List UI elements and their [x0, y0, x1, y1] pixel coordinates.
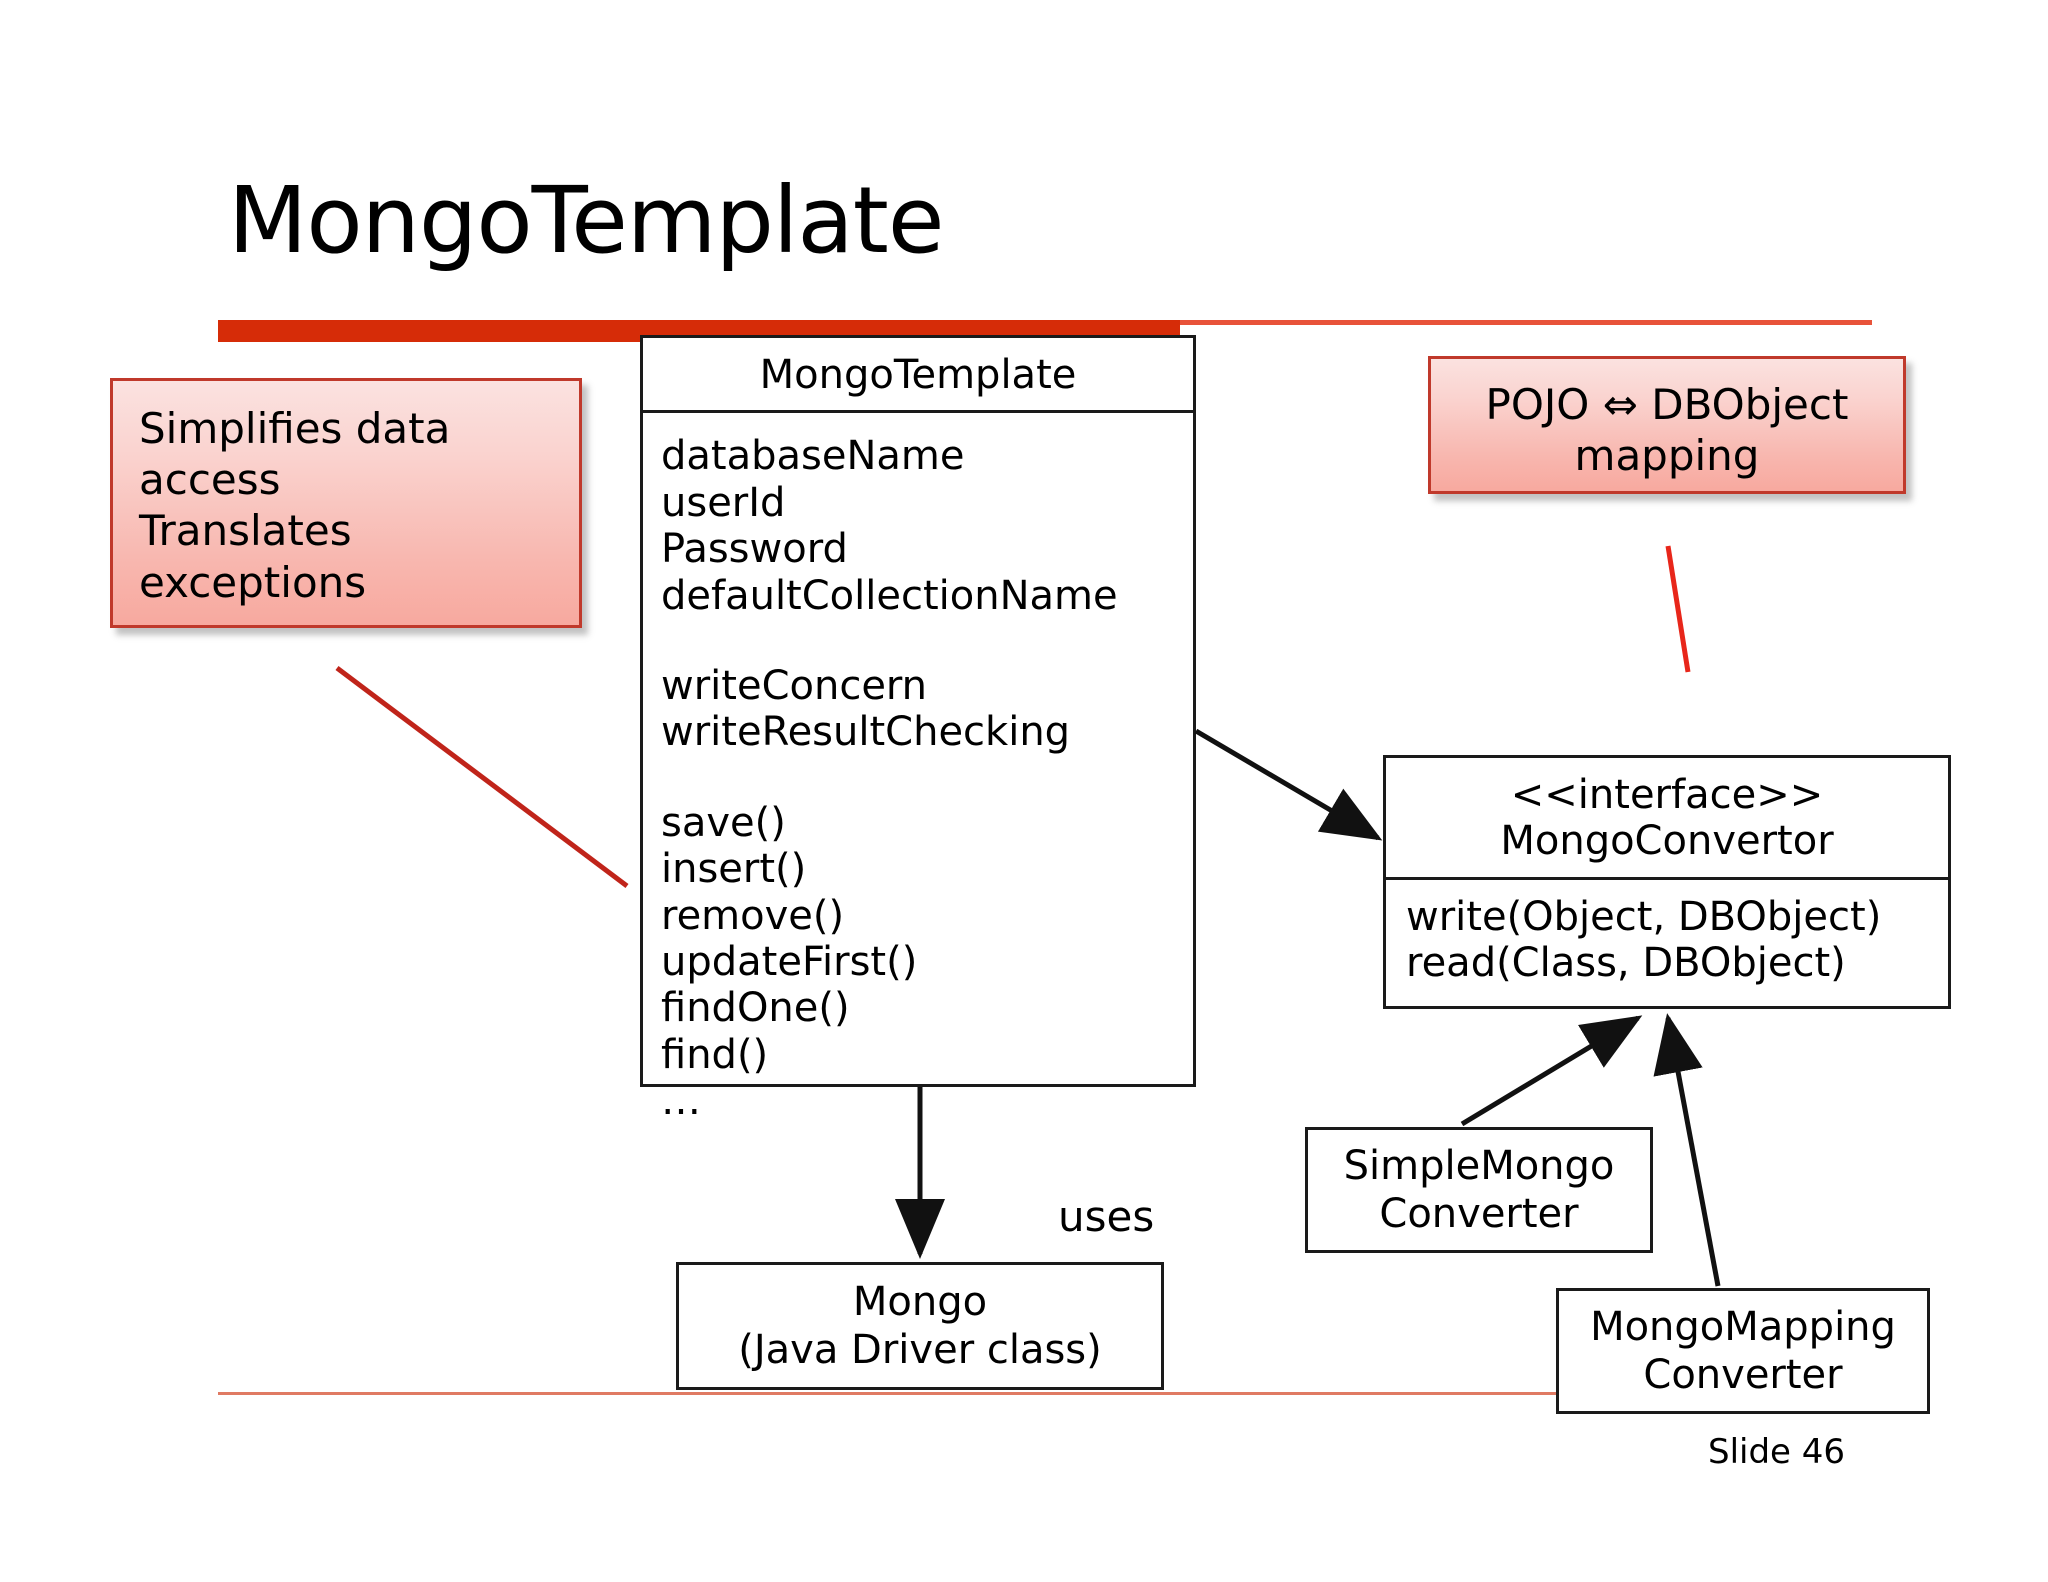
class-operation: read(Class, DBObject) — [1406, 940, 1846, 987]
callout-pojo-dbobject-mapping: POJO ⇔ DBObject mapping — [1428, 356, 1906, 494]
leader-line-mapping — [1665, 545, 1691, 673]
page-title: MongoTemplate — [228, 167, 944, 274]
class-attribute: userId — [661, 479, 786, 526]
class-header-mongoconvertor: <<interface>> MongoConvertor — [1386, 758, 1948, 880]
connector-label-uses: uses — [1058, 1192, 1155, 1241]
class-box-line: (Java Driver class) — [738, 1327, 1102, 1373]
class-operation: findOne() — [661, 985, 850, 1032]
class-box-mongo-java-driver: Mongo (Java Driver class) — [676, 1262, 1164, 1390]
slide-number: Slide 46 — [1708, 1432, 1846, 1472]
class-operation: remove() — [661, 892, 845, 939]
callout-line: access — [139, 455, 281, 505]
class-name-mongoconvertor: MongoConvertor — [1500, 818, 1834, 865]
class-attribute: writeConcern — [661, 662, 928, 709]
class-box-line: Mongo — [852, 1279, 988, 1325]
class-operation: save() — [661, 799, 786, 846]
class-attribute: Password — [661, 526, 848, 573]
arrow-simplemongoconverter-to-mongoconvertor — [1460, 1015, 1643, 1127]
spacer — [661, 619, 1193, 663]
class-members-mongotemplate: databaseName userId Password defaultColl… — [643, 413, 1193, 1134]
callout-line: Simplifies data — [139, 404, 451, 453]
class-box-line: MongoMapping — [1590, 1304, 1896, 1350]
callout-line: mapping — [1574, 431, 1760, 481]
class-box-line: SimpleMongo — [1343, 1143, 1615, 1189]
arrow-mongomappingconverter-to-mongoconvertor — [1653, 1013, 1721, 1287]
leader-line-simplifies — [335, 666, 629, 888]
stereotype-interface: <<interface>> — [1510, 772, 1824, 818]
class-box-mongomappingconverter: MongoMapping Converter — [1556, 1288, 1930, 1414]
class-operation: updateFirst() — [661, 938, 918, 985]
class-operation: find() — [661, 1031, 769, 1078]
callout-simplifies-data-access: Simplifies data access Translates except… — [110, 378, 582, 628]
arrow-mongotemplate-to-mongoconvertor — [1194, 728, 1383, 841]
class-box-line: Converter — [1379, 1191, 1579, 1237]
class-operation: insert() — [661, 846, 807, 893]
class-box-simplemongoconverter: SimpleMongo Converter — [1305, 1127, 1653, 1253]
class-attribute: databaseName — [661, 433, 965, 480]
class-box-mongotemplate: MongoTemplate databaseName userId Passwo… — [640, 335, 1196, 1124]
class-box-mongoconvertor: <<interface>> MongoConvertor write(Objec… — [1383, 755, 1951, 1009]
callout-line: POJO ⇔ DBObject — [1485, 380, 1849, 429]
class-operation: write(Object, DBObject) — [1406, 893, 1882, 940]
class-attribute: defaultCollectionName — [661, 572, 1118, 619]
class-operation-ellipsis: … — [661, 1078, 701, 1125]
class-attribute: writeResultChecking — [661, 709, 1071, 756]
class-box-line: Converter — [1643, 1352, 1843, 1398]
callout-line: Translates — [139, 506, 352, 556]
class-name-mongotemplate: MongoTemplate — [643, 338, 1193, 414]
spacer — [661, 756, 1193, 800]
callout-line: exceptions — [139, 557, 367, 607]
class-operations-mongoconvertor: write(Object, DBObject) read(Class, DBOb… — [1386, 880, 1948, 997]
footer-divider — [218, 1392, 1872, 1395]
